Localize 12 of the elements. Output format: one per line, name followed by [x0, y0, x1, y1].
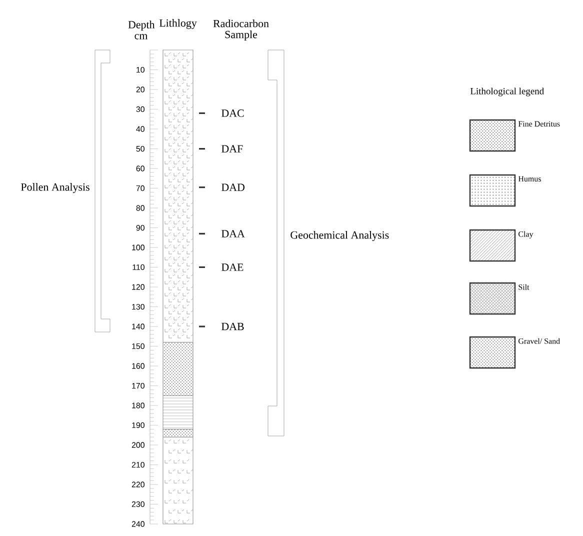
- sample-label: DAA: [222, 230, 245, 238]
- range-label: Geochemical Analysis: [290, 231, 389, 241]
- column-heading: Lithlogy: [159, 19, 197, 29]
- sample-label: DAE: [222, 264, 244, 271]
- legend-title: Lithological legend: [470, 88, 544, 96]
- column-heading: Radiocarbon Sample: [213, 20, 269, 40]
- sample-label: DAB: [222, 322, 244, 330]
- range-label: Pollen Analysis: [21, 183, 90, 193]
- sample-label: DAC: [222, 110, 244, 117]
- column-heading: Depth cm: [128, 20, 155, 40]
- sample-label: DAF: [222, 145, 243, 152]
- sample-label: DAD: [222, 184, 244, 191]
